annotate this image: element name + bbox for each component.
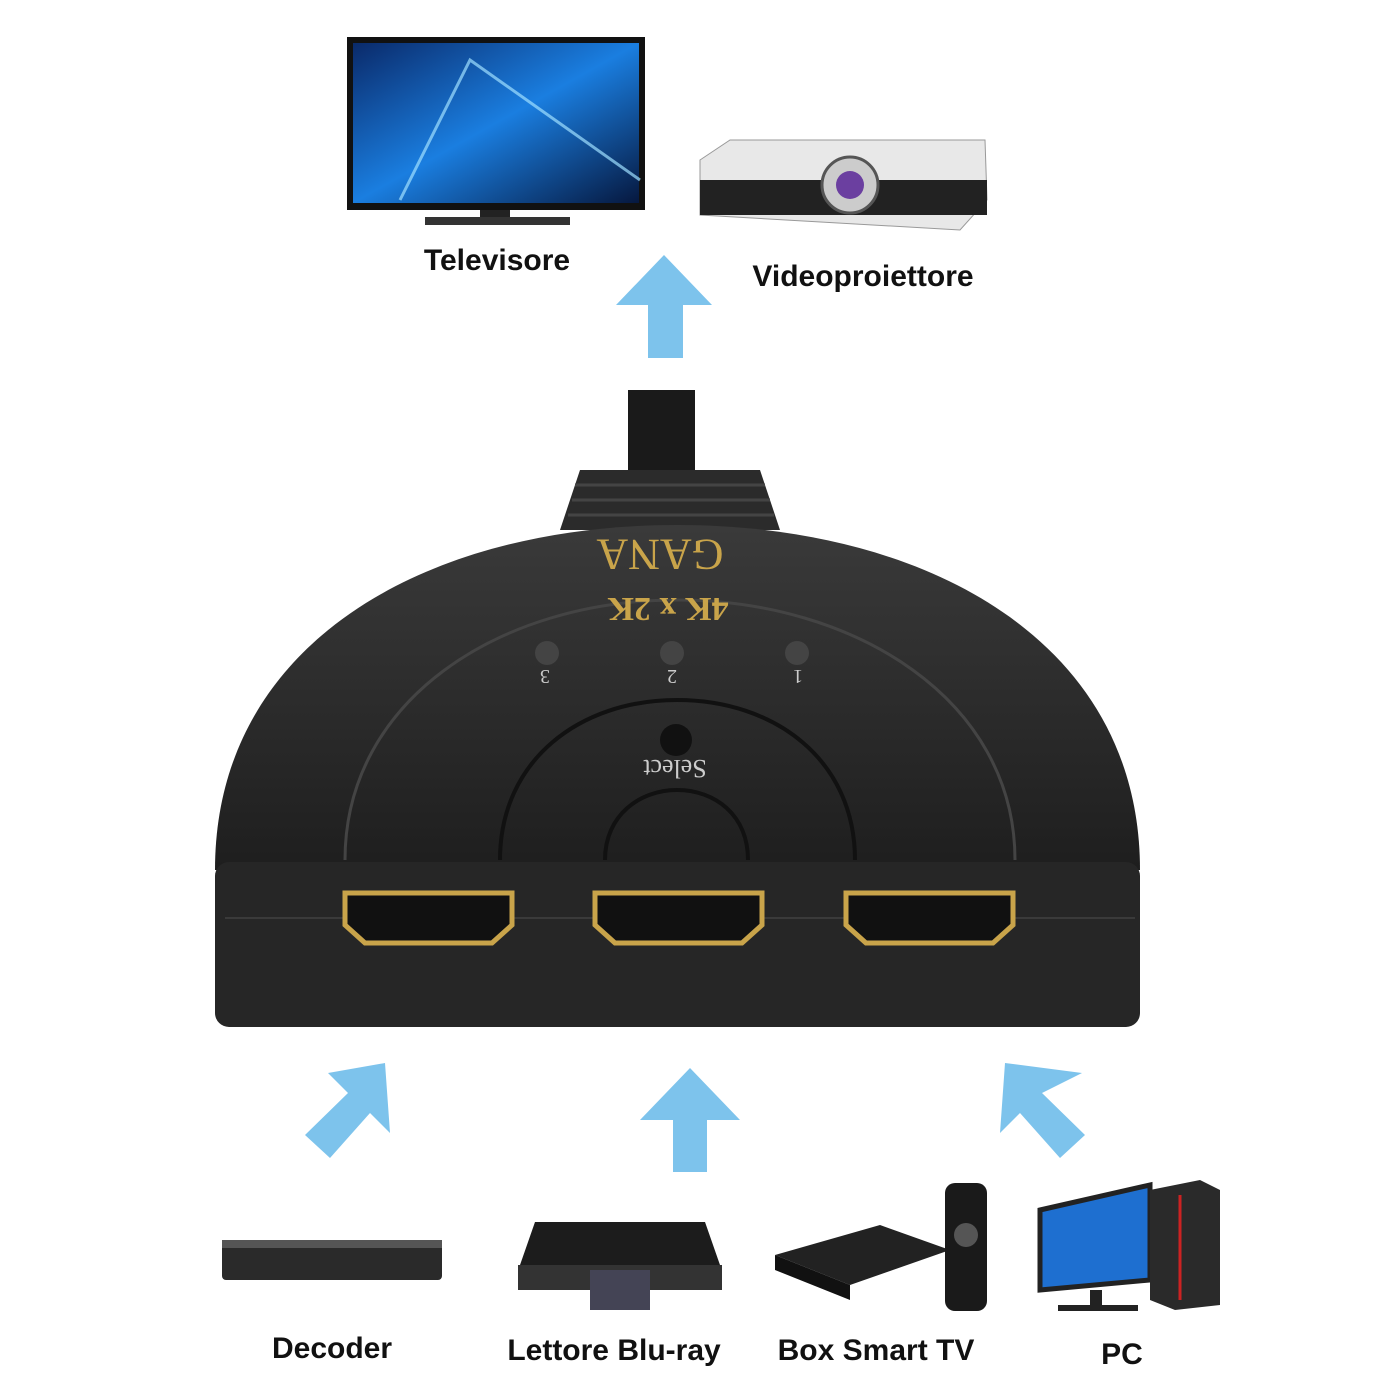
led-label-3: 3: [540, 665, 550, 687]
output-arrow: [616, 255, 712, 358]
led-label-2: 2: [667, 665, 677, 687]
hdmi-cable: [628, 390, 695, 480]
bluray-player-image: [518, 1222, 722, 1310]
decoder-image: [222, 1240, 442, 1280]
projector-image: [699, 139, 988, 231]
smart-tv-box-image: [775, 1183, 987, 1311]
input-label-decoder: Decoder: [271, 1332, 393, 1365]
input-label-smart-tv-box: Box Smart TV: [777, 1334, 975, 1367]
pc-image: [1037, 1180, 1220, 1311]
led-label-1: 1: [793, 665, 803, 687]
resolution-label: 4K x 2K: [607, 590, 728, 627]
output-label-projector: Videoproiettore: [752, 260, 974, 293]
select-label: Select: [642, 754, 706, 783]
tv-image: [347, 37, 645, 225]
output-label-tv: Televisore: [423, 244, 571, 277]
input-arrows: [305, 1063, 1085, 1172]
brand-logo: GANA: [596, 530, 723, 579]
input-label-bluray: Lettore Blu-ray: [507, 1334, 721, 1367]
input-label-pc: PC: [1101, 1338, 1143, 1371]
hdmi-switch-device: [215, 525, 1140, 1027]
